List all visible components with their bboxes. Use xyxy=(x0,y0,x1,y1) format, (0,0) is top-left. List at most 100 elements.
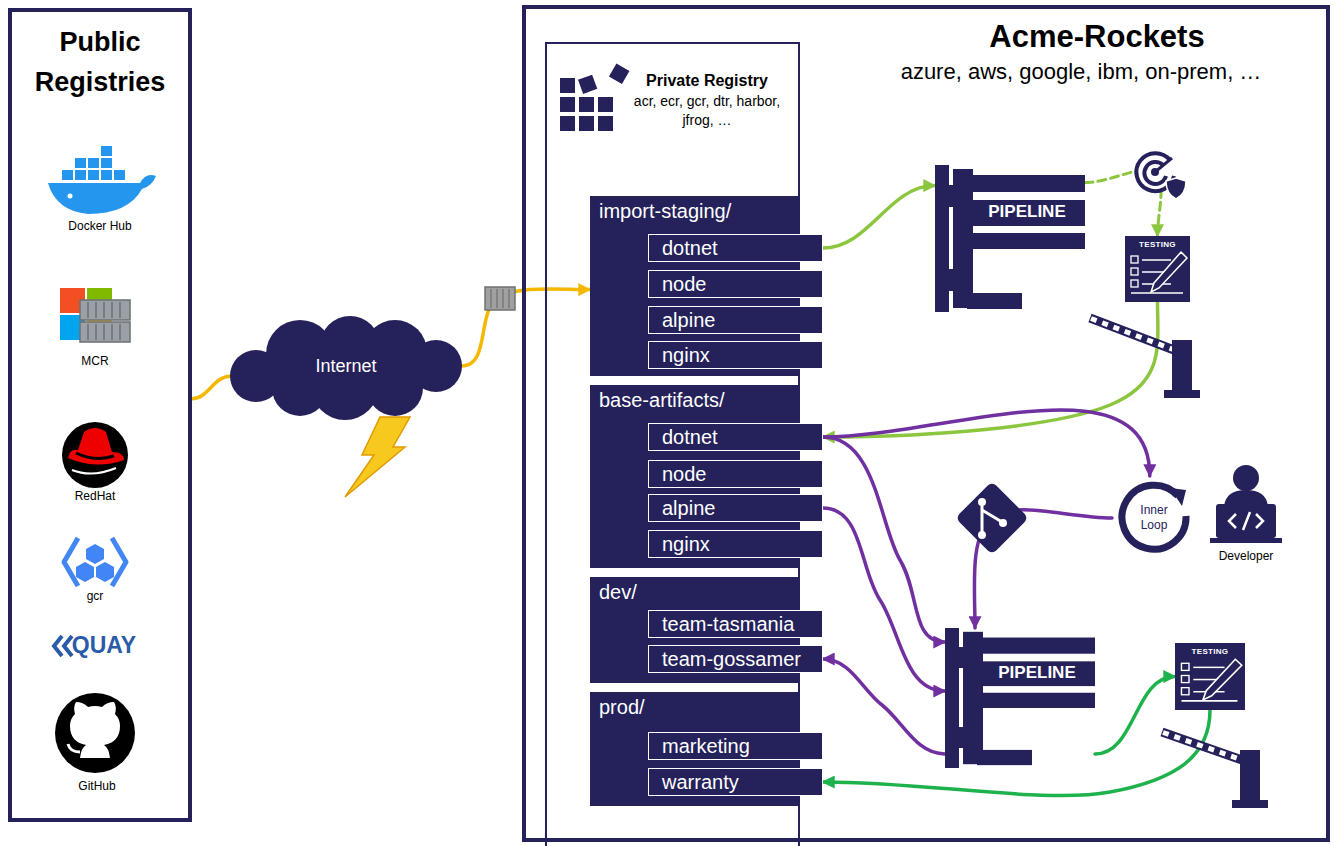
regcol-subtext: acr, ecr, gcr, dtr, harbor, jfrog, … xyxy=(632,92,782,130)
redhat-logo-part xyxy=(68,428,124,465)
pipe-part xyxy=(967,293,1022,309)
band-text: base-artifacts/ xyxy=(599,389,725,412)
item-text: team-gossamer xyxy=(662,648,801,671)
pipe-part xyxy=(949,185,953,207)
item-node: alpine xyxy=(648,306,823,334)
pipe-part xyxy=(945,628,959,768)
item-node: dotnet xyxy=(648,423,823,451)
registry-icon-part xyxy=(560,116,575,131)
item-text: node xyxy=(662,463,707,486)
panel2-text: Acme-Rockets xyxy=(942,19,1252,55)
loop-text: Inner Loop xyxy=(1131,503,1177,533)
caption-label: GitHub xyxy=(78,779,115,793)
band-node: dev/team-tasmania team-gossamer xyxy=(590,577,800,683)
caption-label: RedHat xyxy=(75,489,116,503)
redhat-logo-part xyxy=(72,468,116,474)
pipe-part xyxy=(963,632,977,764)
docker-logo-part xyxy=(62,170,73,180)
docker-logo-part xyxy=(75,170,86,180)
git-diamond-part xyxy=(982,502,1002,535)
flow-connector xyxy=(823,437,945,642)
github-logo-part xyxy=(70,702,120,758)
registry-icon-part xyxy=(609,63,629,83)
item-text: dotnet xyxy=(662,237,718,260)
pipe-part xyxy=(977,750,1032,765)
developer-icon-part xyxy=(1216,504,1276,538)
pipe-part xyxy=(967,175,1085,192)
mcr-logo-part xyxy=(88,302,120,340)
flow-connector xyxy=(823,710,1210,796)
regcol-node: Private Registryacr, ecr, gcr, dtr, harb… xyxy=(545,42,800,846)
gate-barrier-part xyxy=(1162,732,1242,760)
caption-label: QUAY xyxy=(72,632,136,659)
test-part xyxy=(1181,688,1189,695)
git-diamond xyxy=(955,481,1029,555)
flow-connector xyxy=(823,410,1150,476)
docker-logo-part xyxy=(101,158,112,168)
test-text: TESTING xyxy=(1175,647,1245,656)
pipe-text: PIPELINE xyxy=(981,662,1093,684)
pipe-node: PIPELINE xyxy=(935,165,1085,312)
gate-barrier-part xyxy=(1172,340,1192,392)
gate-barrier-part xyxy=(1232,800,1268,808)
gcr-logo-part xyxy=(64,538,126,586)
developer-icon-part xyxy=(1233,465,1259,491)
git-diamond-part xyxy=(999,519,1007,527)
item-text: alpine xyxy=(662,497,715,520)
band-node: prod/marketingwarranty xyxy=(590,692,800,806)
pipe-part xyxy=(967,169,973,308)
gate-barrier-part xyxy=(1240,750,1260,802)
item-text: team-tasmania xyxy=(662,613,794,636)
scan-icon-part xyxy=(1155,158,1172,172)
item-text: node xyxy=(662,273,707,296)
item-text: nginx xyxy=(662,533,710,556)
item-node: nginx xyxy=(648,530,823,558)
gate-barrier xyxy=(1162,732,1268,808)
pipe-part xyxy=(949,269,953,291)
test-part xyxy=(1203,659,1242,700)
caption-label: Docker Hub xyxy=(68,219,131,233)
panel0-text: Public Registries xyxy=(12,22,188,102)
band-text: dev/ xyxy=(599,581,637,604)
item-text: alpine xyxy=(662,309,715,332)
test-part xyxy=(1181,675,1189,682)
flow-connector xyxy=(462,289,590,366)
item-node: node xyxy=(648,460,823,488)
test-part xyxy=(1131,268,1138,275)
lightning-bolt xyxy=(345,417,410,497)
gcr-logo-part xyxy=(86,544,104,564)
flow-connector xyxy=(823,186,935,248)
pipe-node: PIPELINE xyxy=(945,628,1095,768)
registry-icon-part xyxy=(598,97,613,112)
docker-logo-part xyxy=(101,146,112,156)
cloud-node: Internet xyxy=(230,316,462,420)
registry-icon-part xyxy=(579,116,594,131)
developer-icon-part xyxy=(1229,512,1263,530)
caption-label: Developer xyxy=(1219,549,1274,563)
band-text: prod/ xyxy=(599,696,645,719)
registry-icon-part xyxy=(598,116,613,131)
item-text: warranty xyxy=(662,771,739,794)
flow-connector xyxy=(192,376,230,398)
gcr-logo-part xyxy=(96,562,114,582)
test-part xyxy=(1125,236,1190,302)
pipe-part xyxy=(959,727,963,748)
registry-icon-part xyxy=(579,97,594,112)
test-part xyxy=(1193,667,1224,669)
registry-icon xyxy=(560,63,629,131)
band-node: base-artifacts/dotnetnodealpinenginx xyxy=(590,385,800,568)
test-node: TESTING xyxy=(1175,643,1245,710)
git-diamond-part xyxy=(955,481,1029,555)
redhat-logo xyxy=(62,422,128,488)
developer-icon xyxy=(1210,465,1282,543)
lightning-bolt-part xyxy=(345,417,410,497)
docker-logo-part xyxy=(101,170,112,180)
pipe-shape xyxy=(935,165,1085,312)
item-node: warranty xyxy=(648,768,823,796)
cloud-text: Internet xyxy=(315,356,376,377)
caption-label: gcr xyxy=(87,589,104,603)
item-node: team-tasmania xyxy=(648,610,823,638)
redhat-logo-part xyxy=(62,422,128,488)
pipe-part xyxy=(967,200,1085,226)
pipe-shape xyxy=(945,628,1095,768)
